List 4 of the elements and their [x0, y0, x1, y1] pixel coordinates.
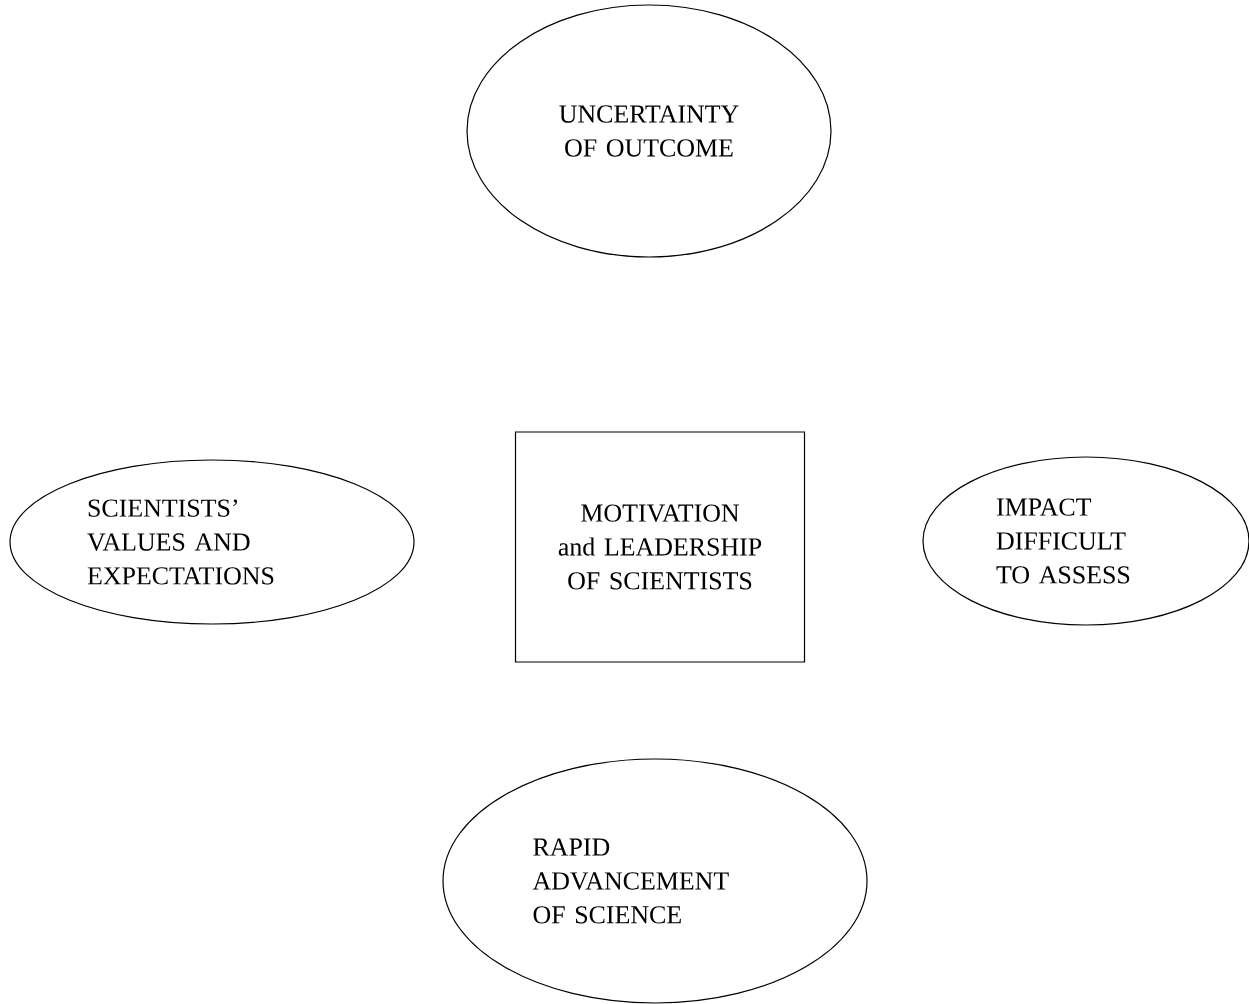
process-box: MOTIVATION and LEADERSHIP OF SCIENTISTS	[514, 431, 806, 663]
ellipse-node: SCIENTISTS’ VALUES AND EXPECTATIONS	[9, 459, 415, 625]
ellipse-node: UNCERTAINTY OF OUTCOME	[466, 4, 832, 258]
ellipse-node: RAPID ADVANCEMENT OF SCIENCE	[442, 758, 868, 1004]
